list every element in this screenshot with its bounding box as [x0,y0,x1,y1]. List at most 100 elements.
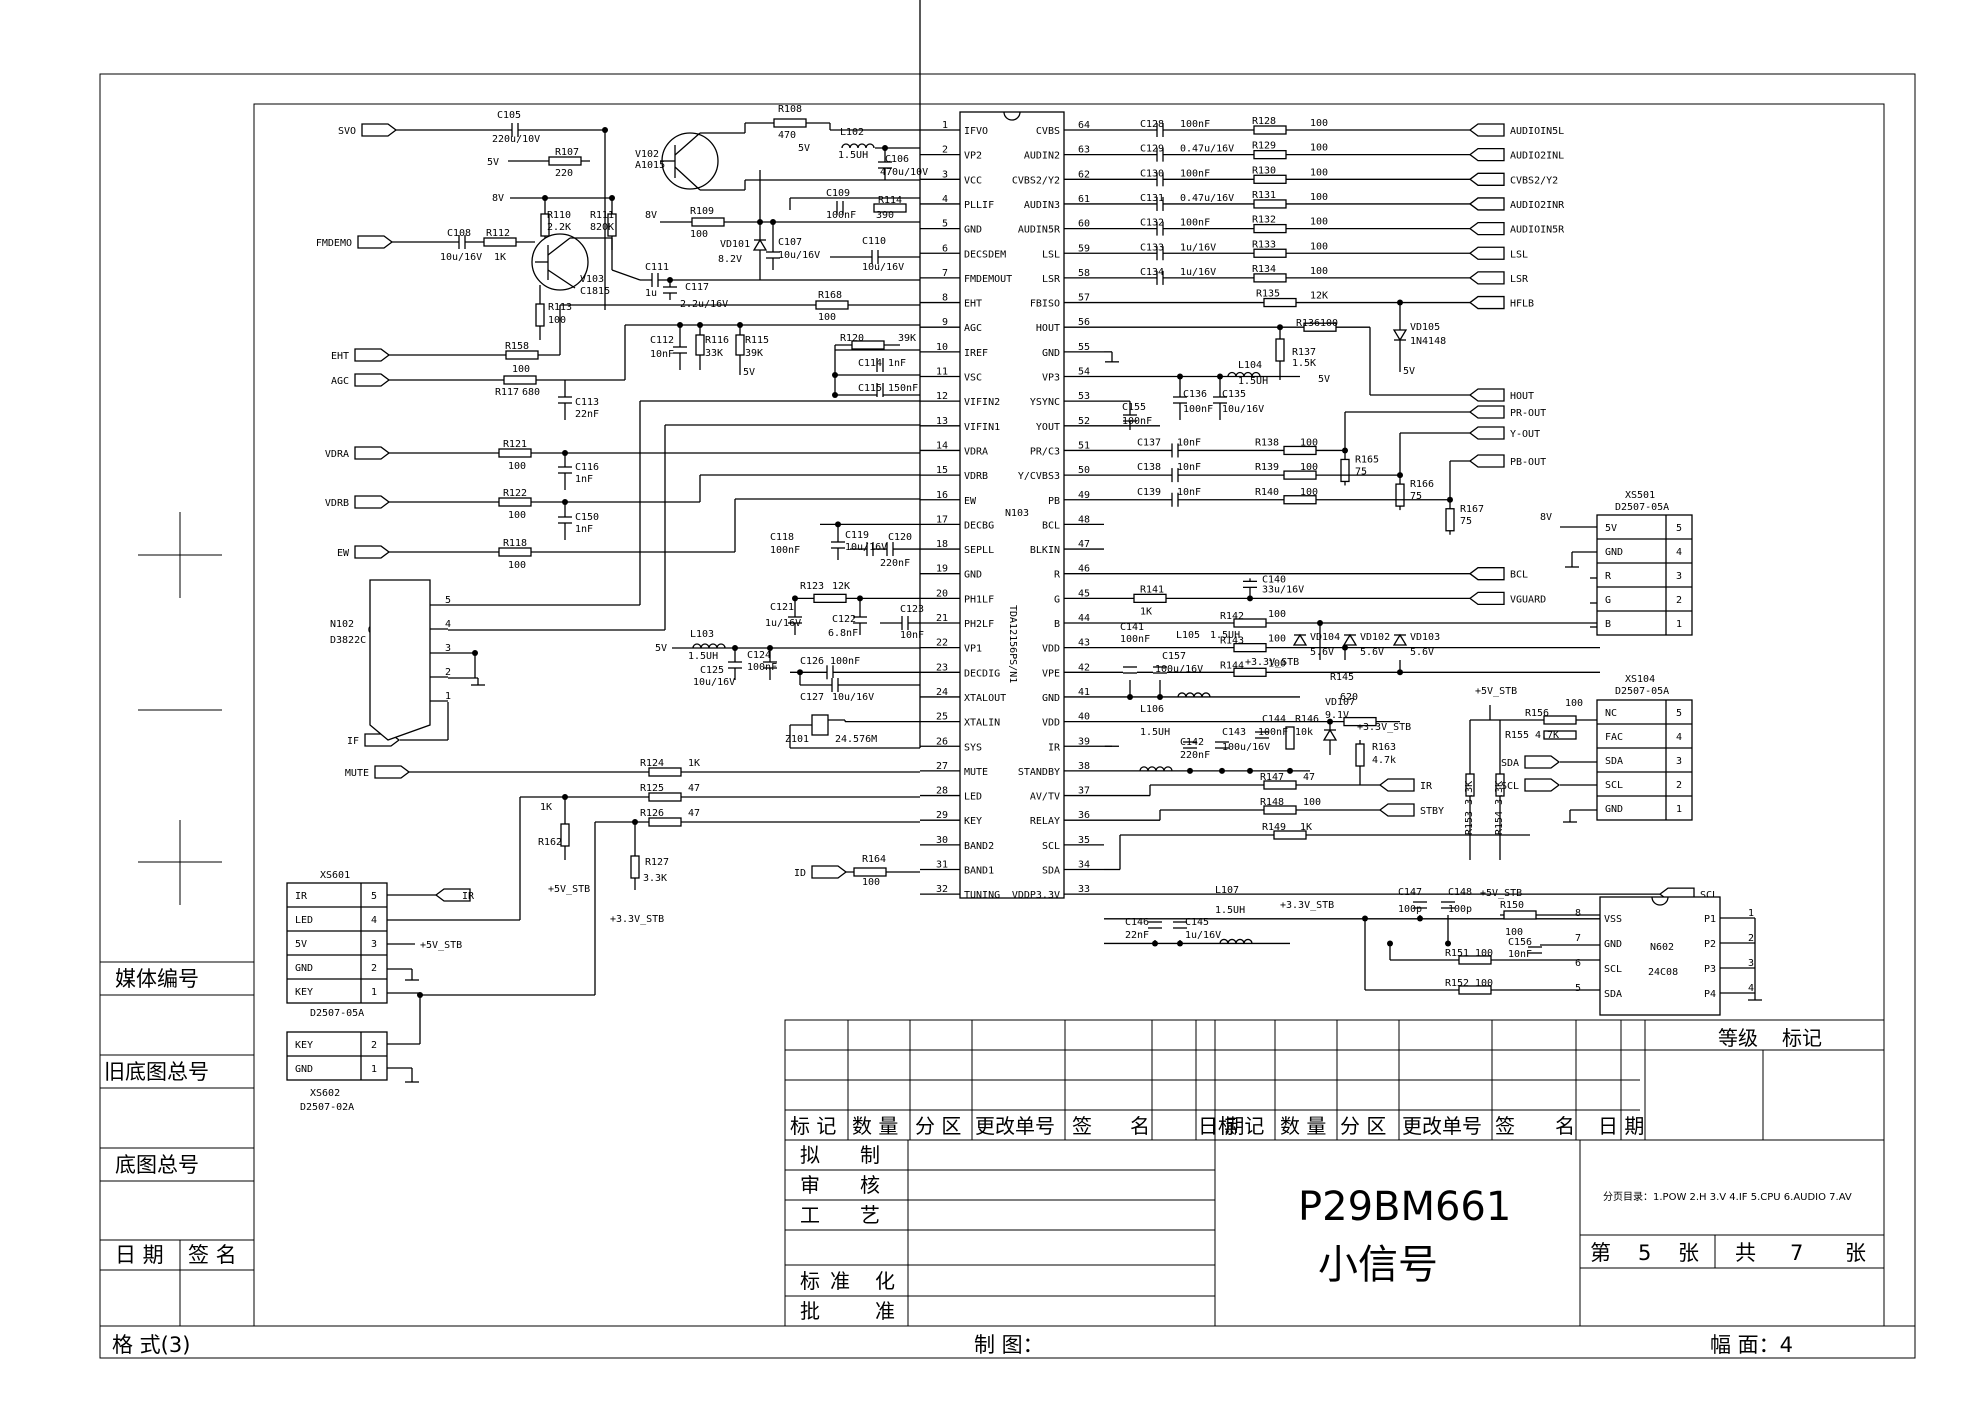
approval-6: 标 [800,1269,820,1293]
res-r137-val: 1.5K [1292,358,1316,369]
port-fmdemo-port [357,235,394,249]
cap-c155: C155 [1122,402,1146,413]
cap-c122: C122 [832,614,856,625]
ind-l105-val: 1.5UH [1210,630,1240,641]
ic-pin-22-name: VP1 [964,644,982,655]
cap-c124: C124 [747,650,771,661]
ic-pin-17-num: 17 [936,514,948,525]
ic-n103: N103 TDA12156PS/N1 1IFVO2VP23VCC4PLLIF5G… [920,111,1104,901]
cap-c157-val: 100u/16V [1155,664,1203,675]
left-title-strip: 媒体编号 旧底图总号 底图总号 日 期 签 名 格 式(3) 制 图： 幅 面：… [100,961,1915,1357]
xs104-row-4-name: FAC [1605,732,1623,743]
ic-pin-24-name: XTALOUT [964,693,1006,704]
xs501-row-1-name: B [1605,619,1611,630]
n102-pin-2-num: 2 [445,667,451,678]
sheet-no-unit: 张 [1678,1241,1699,1265]
xs601-row-3-num: 3 [371,939,377,950]
diode-vd105-val: 1N4148 [1410,336,1446,347]
cap-c124-val: 100nF [747,662,777,673]
rev-header-2: 分 区 [915,1114,961,1138]
cap-c115-val: 150nF [888,383,918,394]
cap-c112: C112 [650,335,674,346]
cap-c120: C120 [888,532,912,543]
ic-pin-58-num: 58 [1078,268,1090,279]
res-r149: R149 [1262,822,1286,833]
cap-c118: C118 [770,532,794,543]
res-r107: R107 [555,147,579,158]
cap-c137-val: 10nF [1177,437,1201,448]
res-r135-val: 12K [1310,291,1328,302]
cap-c117: C117 [685,282,709,293]
cap-c107-val: 10u/16V [778,250,820,261]
ic-pin-18-num: 18 [936,539,948,550]
cap-c116: C116 [575,462,599,473]
cap-c114-val: 1nF [888,358,906,369]
cap-c105-val: 220u/10V [492,134,540,145]
xs601-row-2-name: GND [295,963,313,974]
wiring [354,0,1762,1083]
xs602-ref: XS602 [310,1088,340,1099]
xs104-row-3-name: SDA [1605,756,1623,767]
registration-marks [138,512,222,905]
mark-label: 标记 [1782,1026,1822,1050]
ic-pin-12-name: VIFIN2 [964,397,1000,408]
ic-pin-45-name: G [1054,594,1060,605]
cap-c119-val: 10u/16V [845,542,887,553]
page-index: 分页目录：1.POW 2.H 3.V 4.IF 5.CPU 6.AUDIO 7.… [1603,1191,1852,1203]
cap-c145-val: 1u/16V [1185,930,1221,941]
xs104-row-3-num: 3 [1676,756,1682,767]
ic-pin-36-name: RELAY [1030,816,1060,827]
ic-pin-55-num: 55 [1078,342,1090,353]
outer-frame [99,73,1916,1359]
res-r122-val: 100 [508,510,526,521]
ic-pin-61-num: 61 [1078,194,1090,205]
drawing-no-label: 底图总号 [115,1153,199,1177]
ic-pin-21-num: 21 [936,613,948,624]
ind-l103: L103 [690,629,714,640]
res-r124-val: 1K [688,758,700,769]
xs501-ref: XS501 [1625,490,1655,501]
ic-pin-26-num: 26 [936,736,948,747]
cap-C130: C130 [1140,168,1164,179]
rev-header-9: 分 区 [1340,1114,1386,1138]
rev-header-0: 标 记 [790,1114,836,1138]
ic-pin-47-name: BLKIN [1030,545,1060,556]
res-R130-val: 100 [1310,167,1328,178]
diode-vd102-val: 5.6V [1360,647,1384,658]
cap-c145: C145 [1185,917,1209,928]
ic-pin-41-num: 41 [1078,687,1090,698]
scl-xs104-port [1524,778,1561,792]
port-stby-port [1378,803,1415,817]
res-r148: R148 [1260,797,1284,808]
xs602-row-1-name: GND [295,1064,313,1075]
cap-c139: C139 [1137,487,1161,498]
rev-header-4: 签 [1072,1114,1092,1138]
ic-pin-27-name: MUTE [964,767,988,778]
approval-1: 制 [860,1143,880,1167]
res-r168: R168 [818,290,842,301]
ic-pin-52-num: 52 [1078,416,1090,427]
r150-stb: +5V_STB [1480,888,1522,899]
saw-filter-n102 [369,579,431,741]
trans-v103-val: C1815 [580,286,610,297]
cap-c140: C140 [1262,574,1286,585]
port-eht-port [354,348,391,362]
ic-pin-21-name: PH2LF [964,619,994,630]
res-r125: R125 [640,783,664,794]
crystal-z101 [811,714,829,736]
ind-l104: L104 [1238,360,1262,371]
cap-c155-val: 100nF [1122,416,1152,427]
ic-pin-22-num: 22 [936,638,948,649]
xs602-part: D2507-02A [300,1102,354,1113]
ic-pin-14-num: 14 [936,440,948,451]
ic-pin-5-num: 5 [942,219,948,230]
svo-5v: 5V [487,157,499,168]
diode-vd104: VD104 [1310,632,1340,643]
xs501-row-5-num: 5 [1676,523,1682,534]
rev-header-10: 更改单号 [1402,1114,1482,1138]
cap-c138-val: 10nF [1177,462,1201,473]
